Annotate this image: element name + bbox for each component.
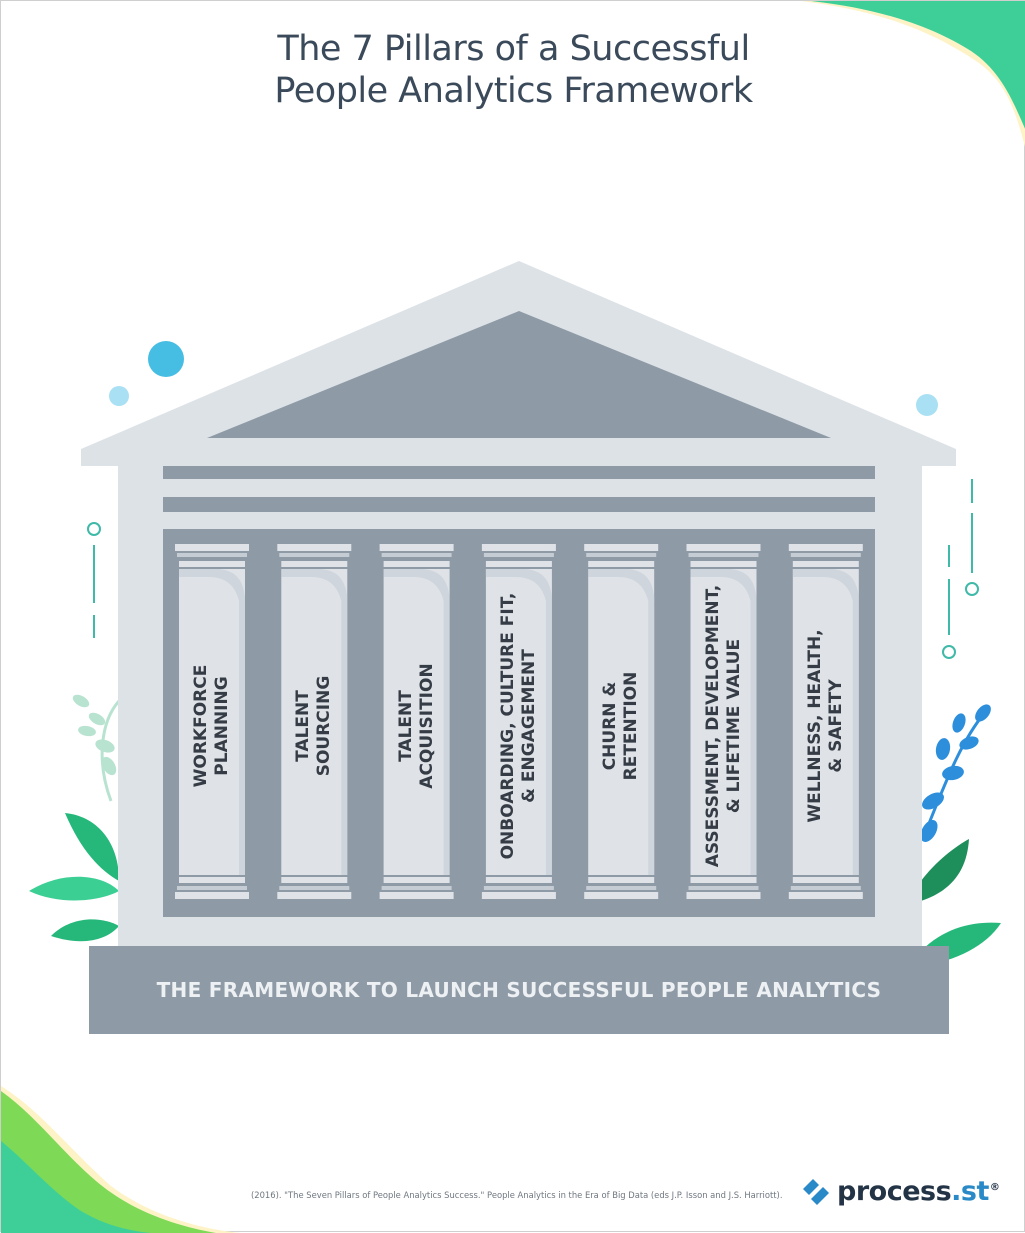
pillar-label-line-1: ASSESSMENT, DEVELOPMENT, — [702, 584, 723, 868]
pillar-label: WELLNESS, HEALTH,& SAFETY — [796, 556, 856, 896]
pillar-base-ring — [588, 877, 655, 883]
pillar-column — [481, 544, 556, 899]
pillar-base-line — [586, 886, 657, 890]
pillar-base-line — [688, 886, 759, 890]
pillar-shaft — [179, 569, 245, 875]
pillar-label: CHURN &RETENTION — [591, 556, 651, 896]
pillar-capital-line — [586, 553, 657, 557]
pillar-label-line-2: ACQUISITION — [416, 663, 437, 789]
pillar-capital — [686, 544, 761, 551]
process-st-logo-icon — [803, 1179, 829, 1205]
pillar-base — [584, 892, 659, 899]
pillar-capital-line — [177, 553, 247, 557]
left-plant-decoration — [29, 694, 121, 942]
pillar-base — [788, 892, 863, 899]
pillar-label-line-2: & SAFETY — [825, 679, 846, 773]
pillar-base-ring — [281, 877, 348, 883]
pillar-label-line-2: & LIFETIME VALUE — [723, 638, 744, 814]
pillar-capital-ring — [383, 561, 450, 567]
pillar-column — [175, 544, 249, 899]
brand-name: process — [837, 1175, 952, 1207]
framework-base-label: THE FRAMEWORK TO LAUNCH SUCCESSFUL PEOPL… — [156, 978, 882, 1002]
pillar-column — [788, 544, 863, 899]
pillar-base — [686, 892, 761, 899]
pillar-shaft — [588, 569, 655, 875]
pillar-capital-line — [381, 553, 452, 557]
pillar-label-line-1: WELLNESS, HEALTH, — [804, 629, 825, 823]
pillar-capital-ring — [588, 561, 655, 567]
pillar-base — [175, 892, 249, 899]
pillar-column — [686, 544, 761, 899]
pillar-base-ring — [179, 877, 245, 883]
pillar-base-ring — [485, 877, 552, 883]
pillar-label: ONBOARDING, CULTURE FIT,& ENGAGEMENT — [489, 556, 549, 896]
source-citation: (2016). "The Seven Pillars of People Ana… — [251, 1190, 783, 1200]
pillar-base-ring — [383, 877, 450, 883]
entablature-stripe-2 — [163, 497, 875, 512]
pillar-label-line-1: TALENT — [293, 690, 314, 762]
pillar-capital-ring — [281, 561, 348, 567]
pillar-capital — [788, 544, 863, 551]
pillar-capital — [481, 544, 556, 551]
pillar-base-line — [177, 886, 247, 890]
pillar-shaft — [281, 569, 348, 875]
pillar-label-line-2: SOURCING — [314, 675, 335, 777]
pillar-capital-line — [688, 553, 759, 557]
bottom-left-wave-decoration — [1, 1086, 241, 1233]
pillar-label: ASSESSMENT, DEVELOPMENT,& LIFETIME VALUE — [694, 556, 754, 896]
pillar-columns — [175, 544, 863, 899]
pillar-shaft — [792, 569, 859, 875]
brand-wordmark: process.st® — [837, 1175, 1000, 1207]
pillar-label-line-1: TALENT — [395, 690, 416, 762]
pillar-base — [277, 892, 352, 899]
brand-logo: process.st® — [801, 1171, 1000, 1211]
pillar-base — [379, 892, 454, 899]
pillar-column — [277, 544, 352, 899]
pillar-column — [379, 544, 454, 899]
pillar-capital — [175, 544, 249, 551]
page-title-line-2: People Analytics Framework — [274, 71, 753, 111]
pillar-label-line-1: CHURN & — [600, 681, 621, 771]
pillar-base — [481, 892, 556, 899]
top-right-wave-decoration — [801, 1, 1025, 148]
temple-roof — [81, 261, 956, 466]
entablature-stripe-1 — [163, 466, 875, 479]
pillar-capital — [379, 544, 454, 551]
pillar-capital-line — [790, 553, 861, 557]
pillar-label-line-2: RETENTION — [621, 671, 642, 781]
pillar-capital-ring — [792, 561, 859, 567]
pillar-capital-ring — [690, 561, 757, 567]
pillar-base-line — [483, 886, 554, 890]
pillar-capital-line — [483, 553, 554, 557]
right-plant-decoration — [920, 704, 1001, 966]
pillar-shaft — [485, 569, 552, 875]
temple-base — [89, 946, 949, 1034]
pillar-base-line — [279, 886, 350, 890]
pillar-shaft — [383, 569, 450, 875]
pillar-capital-ring — [179, 561, 245, 567]
pillar-capital-line — [279, 553, 350, 557]
brand-tld: .st — [951, 1175, 989, 1207]
pillar-capital — [584, 544, 659, 551]
pillar-capital — [277, 544, 352, 551]
pillar-capital-ring — [485, 561, 552, 567]
pillar-column — [584, 544, 659, 899]
page-title-line-1: The 7 Pillars of a Successful — [277, 29, 750, 69]
brand-registered-mark: ® — [989, 1181, 1000, 1193]
pillar-label-line-1: ONBOARDING, CULTURE FIT, — [497, 592, 518, 860]
pillar-label-line-2: & ENGAGEMENT — [518, 649, 539, 803]
pillar-base-ring — [690, 877, 757, 883]
pillar-base-line — [381, 886, 452, 890]
pillar-label-line-1: WORKFORCE — [191, 664, 211, 788]
pillar-base-line — [790, 886, 861, 890]
pillar-label-line-2: PLANNING — [212, 676, 232, 776]
pillar-base-ring — [792, 877, 859, 883]
pillar-shaft — [690, 569, 757, 875]
